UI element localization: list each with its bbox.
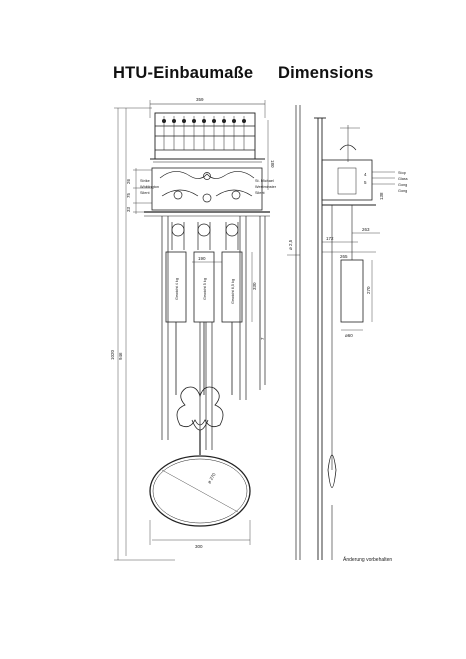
label-silent-left: Silent (140, 191, 150, 195)
label-st-michael: St. Michael (255, 179, 274, 183)
label-stop: Stop (398, 171, 406, 175)
dim-left-c: 33 (126, 206, 131, 212)
pendulum-bob (149, 455, 251, 545)
dim-left-a: 26 (126, 178, 131, 184)
weights (165, 251, 243, 395)
dim-side-depth-1: 172 (326, 236, 334, 241)
dim-side-depth-2: 263 (362, 227, 370, 232)
dim-bob-diameter: ø 270 (207, 472, 217, 485)
right-rods (259, 120, 269, 390)
dim-side-weight-len: 270 (366, 286, 371, 294)
dim-side-weight-dia: ø60 (345, 333, 353, 338)
dim-side-depth-3: 265 (340, 254, 348, 259)
dim-top-b: 5 (364, 180, 367, 185)
dim-bob-width: 300 (195, 544, 203, 549)
title-english: Dimensions (278, 64, 374, 82)
label-whittington-left: Whittington (140, 185, 159, 189)
dim-pendulum-length: 1020 (110, 349, 115, 360)
dim-weight-spacing: 190 (198, 256, 206, 261)
dim-side-offset: 138 (379, 192, 384, 200)
chime-hammer-block (150, 112, 265, 163)
label-gong: Gong (398, 183, 407, 187)
movement-plate (144, 167, 270, 217)
top-width-dimension (149, 100, 266, 118)
dim-side-extra: 7 (260, 337, 265, 340)
dim-frame-height: 180 (270, 160, 275, 168)
side-view (287, 105, 395, 560)
pendulum-rods (161, 216, 247, 450)
change-note: Änderung vorbehalten (343, 557, 393, 563)
dim-top-width: 359 (196, 97, 204, 102)
label-weight-6kg: Gewicht 6,5 kg (231, 279, 235, 304)
label-glass: Glass (398, 177, 408, 181)
label-strike: Strike (140, 179, 150, 183)
label-westminster: Westminster (255, 185, 277, 189)
label-weight-4kg: Gewicht 4 kg (175, 278, 179, 300)
dim-weight-length: 330 (252, 282, 257, 290)
title-german: HTU-Einbaumaße (113, 64, 254, 82)
label-weight-5kg: Gewicht 5 kg (203, 278, 207, 300)
pendulum-lyre (176, 386, 224, 455)
dim-side-small: ø 2,5 (288, 239, 293, 250)
weight-pulleys (171, 222, 239, 250)
label-silent-right: Silent (255, 191, 265, 195)
dim-left-b: 75 (126, 192, 131, 198)
label-gong-2: Gong (398, 189, 407, 193)
dim-pendulum-length-2: 946 (118, 352, 123, 360)
dim-top-a: 4 (364, 172, 367, 177)
left-dimensions (114, 107, 175, 561)
